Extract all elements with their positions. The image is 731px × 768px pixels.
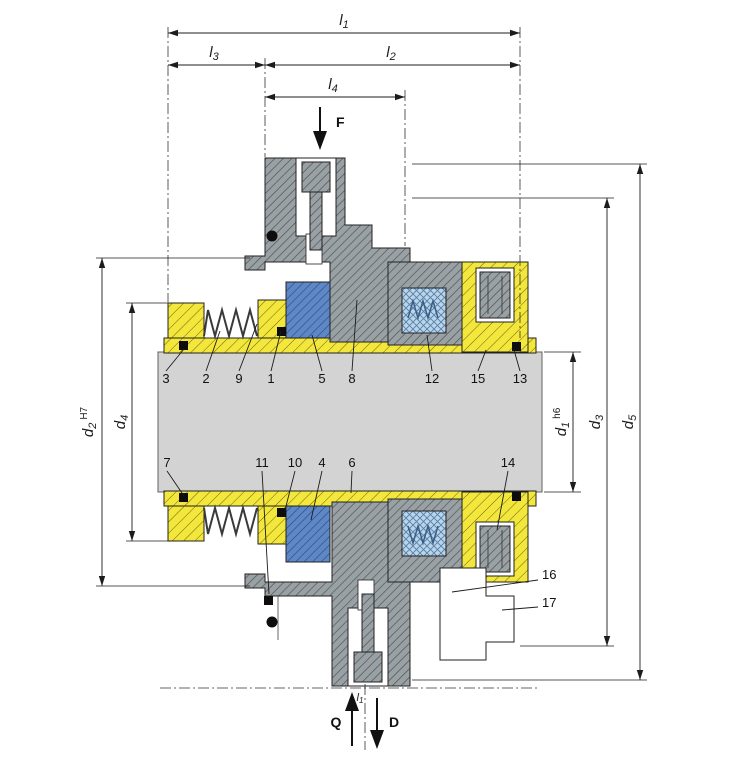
part-label-15: 15 bbox=[471, 371, 485, 386]
labels: l1 l3 l2 l4 F d2H7 d4 d1h6 d3 d5 3 2 9 1… bbox=[79, 12, 639, 730]
o-ring bbox=[512, 342, 521, 351]
part-label-11: 11 bbox=[255, 455, 269, 470]
dimension-lines bbox=[98, 29, 644, 680]
part-label-1: 1 bbox=[267, 371, 274, 386]
o-ring bbox=[264, 596, 273, 605]
flush-plug-stem bbox=[309, 191, 323, 251]
o-ring bbox=[179, 341, 188, 350]
part-label-13: 13 bbox=[513, 371, 527, 386]
dim-label-l4: l4 bbox=[328, 76, 337, 95]
drain-arrow-head bbox=[370, 730, 384, 749]
part-label-10: 10 bbox=[288, 455, 302, 470]
part-label-7: 7 bbox=[163, 455, 170, 470]
dim-label-d3: d3 bbox=[587, 414, 606, 429]
part-label-17: 17 bbox=[542, 595, 556, 610]
centerlines bbox=[160, 27, 540, 750]
dim-label-d1: d1h6 bbox=[552, 407, 572, 436]
part-label-14: 14 bbox=[501, 455, 515, 470]
dim-label-d5: d5 bbox=[620, 414, 639, 429]
gland-bolt-lower bbox=[479, 525, 511, 573]
rotating-seal-face-lower bbox=[285, 505, 331, 563]
part-label-16: 16 bbox=[542, 567, 556, 582]
o-ring bbox=[277, 508, 286, 517]
drive-collar-lower bbox=[167, 505, 205, 542]
stationary-seat-upper bbox=[401, 287, 447, 334]
part-label-5: 5 bbox=[318, 371, 325, 386]
dim-label-l3: l3 bbox=[209, 44, 219, 63]
wave-spring-lower bbox=[407, 523, 439, 546]
dim-label-l1-top: l1 bbox=[339, 12, 348, 31]
extension-lines bbox=[96, 163, 647, 681]
shaft-body bbox=[157, 351, 543, 493]
leader-lines bbox=[165, 299, 539, 611]
flow-label-drain: D bbox=[389, 714, 399, 730]
seal-assembly-lower bbox=[163, 490, 537, 687]
part-label-12: 12 bbox=[425, 371, 439, 386]
stationary-seat-lower bbox=[401, 510, 447, 557]
part-label-6: 6 bbox=[348, 455, 355, 470]
o-ring bbox=[179, 493, 188, 502]
drain-plug-stem bbox=[361, 593, 375, 653]
quench-arrow-head bbox=[345, 692, 359, 711]
flow-arrows bbox=[313, 107, 384, 749]
spring-upper bbox=[203, 306, 258, 340]
shaft bbox=[157, 351, 543, 493]
part-label-9: 9 bbox=[235, 371, 242, 386]
gland-bolt-upper bbox=[479, 271, 511, 319]
rotating-seal-face-upper bbox=[285, 281, 331, 339]
part-label-4: 4 bbox=[318, 455, 325, 470]
part-label-8: 8 bbox=[348, 371, 355, 386]
wave-spring-upper bbox=[407, 298, 439, 321]
part-label-2: 2 bbox=[202, 371, 209, 386]
part-label-3: 3 bbox=[162, 371, 169, 386]
dim-label-d2: d2H7 bbox=[79, 406, 99, 437]
flow-label-flush: F bbox=[336, 114, 345, 130]
seal-assembly-upper bbox=[163, 157, 537, 354]
flow-label-quench: Q bbox=[331, 714, 342, 730]
dim-label-l1-bottom: l1 bbox=[357, 692, 364, 705]
spring-lower bbox=[203, 504, 258, 538]
o-ring bbox=[266, 230, 278, 242]
flush-arrow-head bbox=[313, 131, 327, 150]
drive-collar-upper bbox=[167, 302, 205, 339]
o-ring bbox=[512, 492, 521, 501]
dim-label-d4: d4 bbox=[112, 415, 131, 429]
dim-label-l2: l2 bbox=[386, 44, 395, 63]
o-ring bbox=[266, 616, 278, 628]
o-rings bbox=[179, 230, 521, 628]
flush-plug-head bbox=[301, 161, 331, 193]
o-ring bbox=[277, 327, 286, 336]
drain-plug-head bbox=[353, 651, 383, 683]
